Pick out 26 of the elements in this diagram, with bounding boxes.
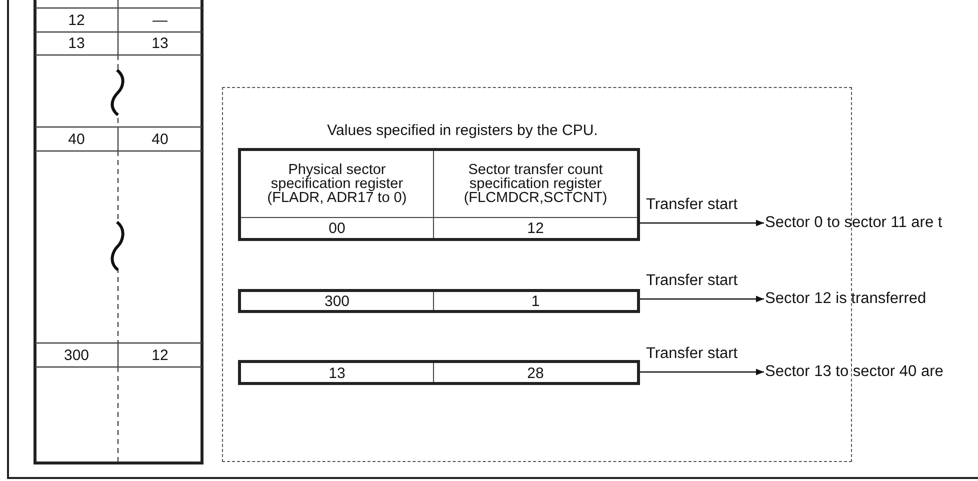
arrow — [640, 296, 764, 302]
arrow — [640, 220, 764, 226]
register-value: 1 — [531, 294, 540, 309]
arrow — [640, 368, 764, 376]
register-value: 12 — [527, 220, 544, 236]
register-table — [238, 360, 640, 385]
table-cell-text: 40 — [152, 132, 168, 146]
note-text: Values specified in registers by the CPU. — [327, 122, 598, 138]
table-cell-text: 13 — [68, 36, 85, 51]
table-cell-text: 13 — [152, 36, 168, 51]
column-header: Sector transfer count specification register (FLCMDCR,SCTCNT) — [462, 163, 608, 205]
table-cell-text: 12 — [152, 348, 168, 362]
table-cell-text: 300 — [64, 348, 90, 362]
register-value: 300 — [324, 294, 350, 309]
result-text: Sector 13 to sector 40 are — [765, 363, 944, 380]
table-cell-text: — — [152, 12, 168, 28]
register-value: 00 — [328, 220, 346, 236]
register-value: 28 — [527, 366, 544, 380]
register-table — [238, 148, 640, 241]
register-value: 13 — [328, 366, 346, 380]
result-text: Sector 12 is transferred — [765, 290, 926, 307]
register-table — [238, 289, 640, 313]
table-cell-text: 40 — [68, 132, 85, 146]
column-header: Physical sector specification register (FLADR, ADR17 to 0) — [266, 163, 408, 205]
table-cell-text: 12 — [68, 12, 85, 28]
result-text: Sector 0 to sector 11 are t — [765, 214, 942, 231]
